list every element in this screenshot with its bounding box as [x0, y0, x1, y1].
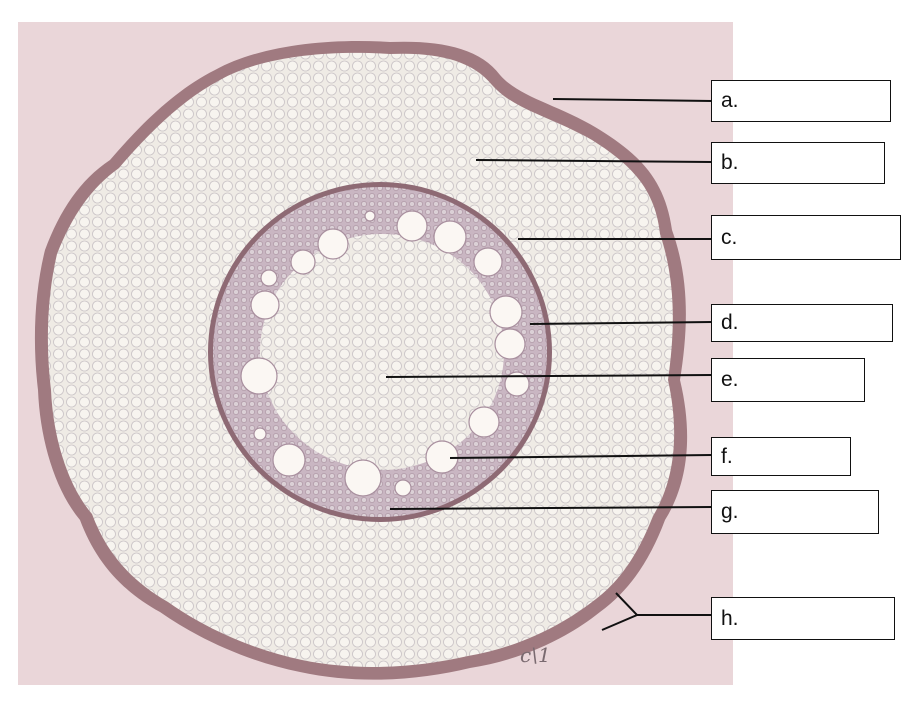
xylem-vessel [241, 358, 277, 394]
label-box-d[interactable]: d. [711, 304, 893, 342]
xylem-vessel [397, 211, 427, 241]
xylem-vessel [318, 229, 348, 259]
xylem-vessel [251, 291, 279, 319]
label-box-h[interactable]: h. [711, 597, 895, 640]
xylem-vessel [273, 444, 305, 476]
label-g-text: g. [721, 500, 739, 524]
label-box-b[interactable]: b. [711, 142, 885, 184]
label-f-text: f. [721, 445, 733, 469]
label-box-e[interactable]: e. [711, 358, 865, 402]
label-c-text: c. [721, 226, 737, 250]
xylem-vessel [395, 480, 411, 496]
xylem-vessel [291, 250, 315, 274]
xylem-vessel [345, 460, 381, 496]
label-h-text: h. [721, 607, 739, 631]
xylem-vessel [474, 248, 502, 276]
xylem-vessel [254, 428, 266, 440]
xylem-vessel [261, 270, 277, 286]
label-box-f[interactable]: f. [711, 437, 851, 476]
handwritten-mark: c\1 [520, 643, 551, 667]
xylem-vessel [469, 407, 499, 437]
xylem-vessel [365, 211, 375, 221]
xylem-vessel [490, 296, 522, 328]
label-box-c[interactable]: c. [711, 215, 901, 260]
label-box-a[interactable]: a. [711, 80, 891, 122]
label-a-text: a. [721, 89, 739, 113]
xylem-vessel [434, 221, 466, 253]
label-d-text: d. [721, 311, 739, 335]
xylem-vessel [495, 329, 525, 359]
label-b-text: b. [721, 151, 739, 175]
label-box-g[interactable]: g. [711, 490, 879, 534]
label-e-text: e. [721, 368, 739, 392]
